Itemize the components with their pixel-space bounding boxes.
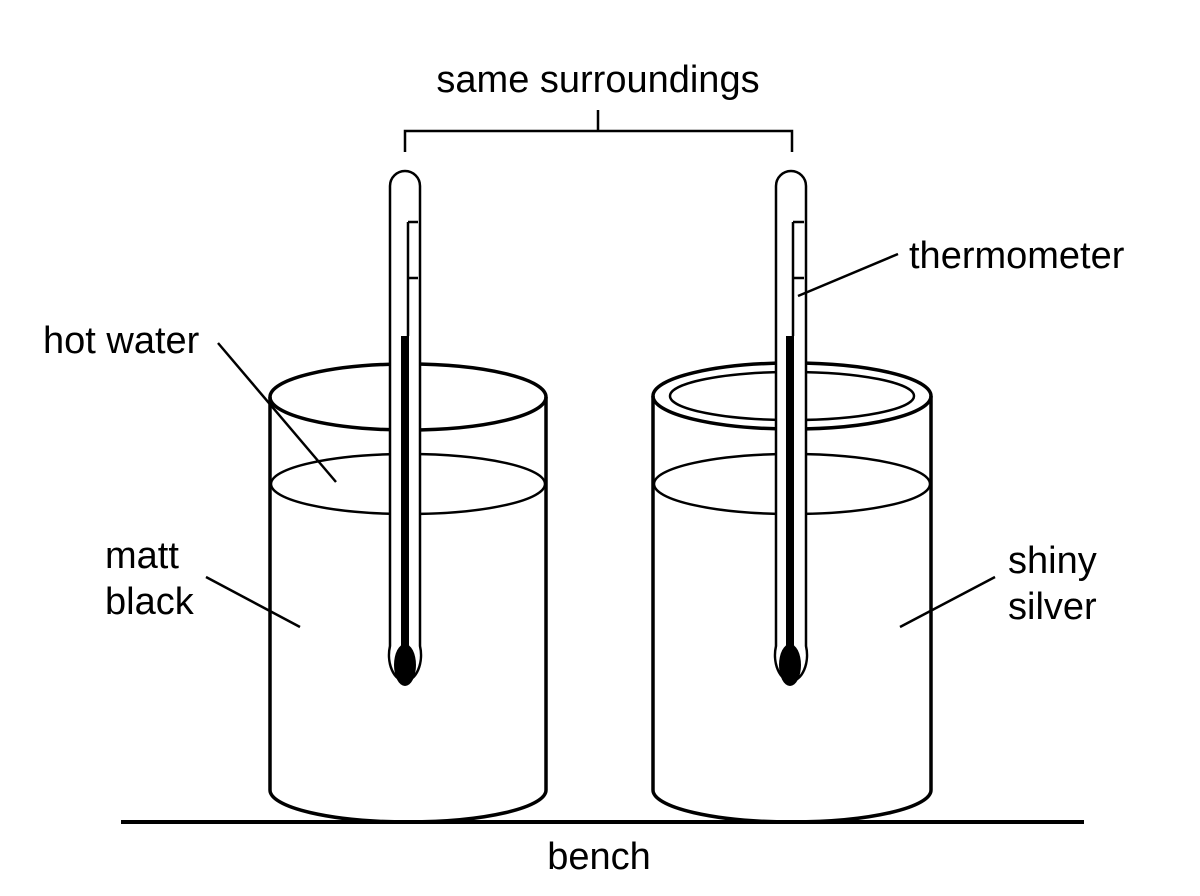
right-thermometer [773,169,809,686]
shiny-silver-leader-line [899,575,996,629]
hot-water-leader-line [217,342,337,483]
matt-label: matt [105,535,179,577]
right-thermometer-scale [791,220,804,336]
surroundings-bracket [403,110,794,152]
matt-black-leader-line [205,575,301,629]
bench-label: bench [547,836,651,878]
black-label: black [105,581,195,623]
right-thermometer-liquid [786,336,794,658]
thermometer-label: thermometer [909,235,1125,277]
hot-water-label: hot water [43,320,200,362]
left-thermometer [387,169,423,686]
silver-label: silver [1008,586,1097,628]
left-thermometer-liquid [401,336,409,658]
thermometer-leader-line [797,252,899,298]
shiny-label: shiny [1008,540,1097,582]
left-thermometer-scale [406,220,418,336]
right-thermometer-bulb [779,644,801,686]
left-thermometer-bulb [394,644,416,686]
same-surroundings-label: same surroundings [436,59,759,101]
